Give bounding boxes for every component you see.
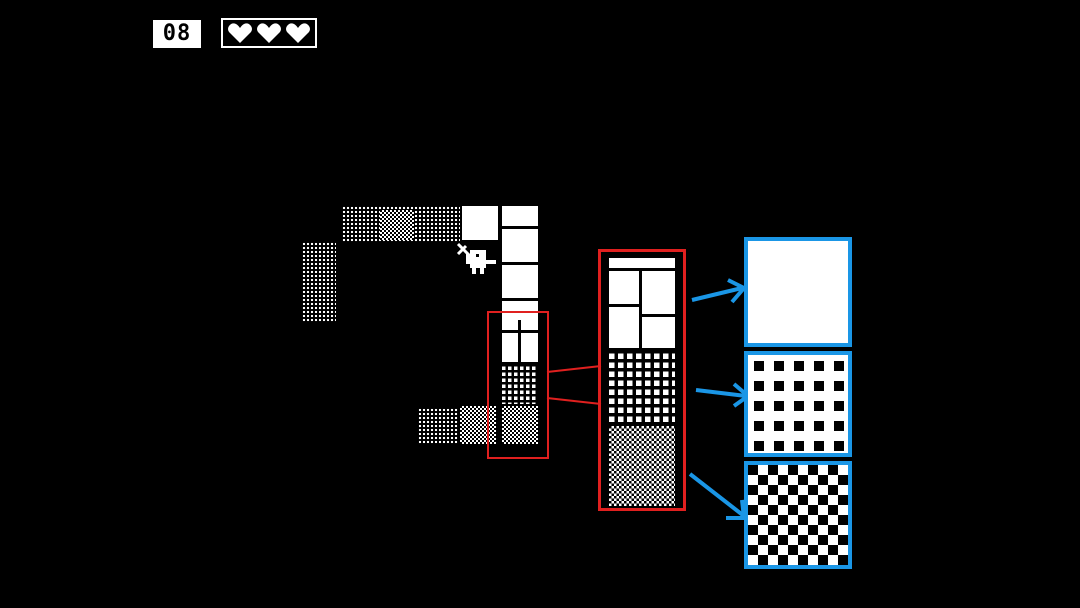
heart-icon [228,23,252,43]
player-sprite-icon [456,242,496,274]
arrow-icon [691,278,748,304]
dither-floor-tile [380,210,414,240]
explored-floor-tile [302,242,336,322]
heart-icon [257,23,281,43]
highlight-region [487,311,549,459]
level-counter: 08 [153,20,201,48]
dither-floor-tile [460,406,496,444]
arrow-icon [695,382,752,408]
health-hearts [221,18,317,48]
heart-icon [286,23,310,43]
cracked-wall-tile [502,364,538,404]
arrow-icon [688,472,747,520]
swatch-checker [744,461,852,569]
dither-wall-tile [502,406,538,444]
swatch-grid [744,351,852,457]
swatch-solid [744,237,852,347]
wall-tile [462,206,498,240]
zoom-callout [598,249,686,511]
explored-floor-tile [418,408,458,444]
callout-connector [546,365,602,405]
